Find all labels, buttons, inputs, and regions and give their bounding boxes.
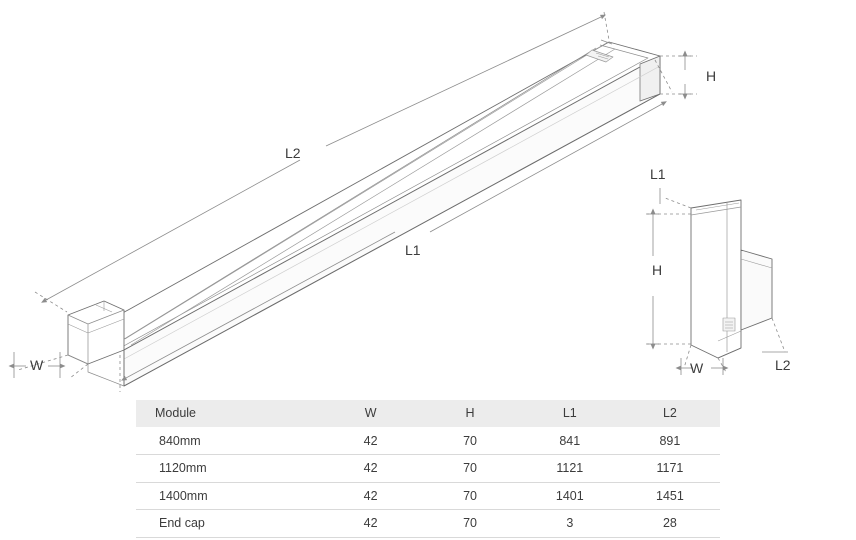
column-header-w: W <box>320 400 421 428</box>
cell-w: 42 <box>320 509 421 538</box>
cell-w: 42 <box>320 482 421 510</box>
column-header-module: Module <box>136 400 321 428</box>
end-cap-dimensions <box>645 188 788 375</box>
label-section-l2: L2 <box>775 357 791 373</box>
table-row: 1400mm 42 70 1401 1451 <box>136 482 720 510</box>
cell-l1: 1121 <box>519 454 620 483</box>
table-header-row: Module W H L1 L2 <box>136 400 720 428</box>
cell-w: 42 <box>320 427 421 455</box>
label-section-h: H <box>652 262 663 278</box>
column-header-l1: L1 <box>519 400 620 428</box>
table-row: 840mm 42 70 841 891 <box>136 427 720 455</box>
label-perspective-l1: L1 <box>405 242 421 258</box>
perspective-dimensions <box>8 11 697 392</box>
module-dimensions-table: Module W H L1 L2 840mm 42 70 841 891 112… <box>136 400 720 538</box>
label-section-l1: L1 <box>650 166 666 182</box>
cell-l1: 841 <box>519 427 620 455</box>
cell-l2: 1171 <box>619 454 720 483</box>
label-perspective-l2: L2 <box>285 145 301 161</box>
cell-l2: 28 <box>619 509 720 538</box>
table-row: 1120mm 42 70 1121 1171 <box>136 454 720 483</box>
cell-h: 70 <box>420 427 520 455</box>
cell-module: 1120mm <box>136 454 321 483</box>
label-section-w: W <box>690 360 704 376</box>
cell-w: 42 <box>320 454 421 483</box>
cell-l2: 1451 <box>619 482 720 510</box>
cell-module: End cap <box>136 509 321 538</box>
label-perspective-w: W <box>30 357 44 373</box>
label-perspective-h: H <box>706 68 717 84</box>
cell-h: 70 <box>420 454 520 483</box>
end-cap-view <box>690 199 773 359</box>
column-header-h: H <box>420 400 520 428</box>
table-row: End cap 42 70 3 28 <box>136 509 720 538</box>
cell-l1: 1401 <box>519 482 620 510</box>
column-header-l2: L2 <box>619 400 720 428</box>
cell-l1: 3 <box>519 509 620 538</box>
perspective-luminaire <box>67 39 661 387</box>
cell-l2: 891 <box>619 427 720 455</box>
cell-module: 840mm <box>136 427 321 455</box>
cell-h: 70 <box>420 509 520 538</box>
cell-h: 70 <box>420 482 520 510</box>
cell-module: 1400mm <box>136 482 321 510</box>
